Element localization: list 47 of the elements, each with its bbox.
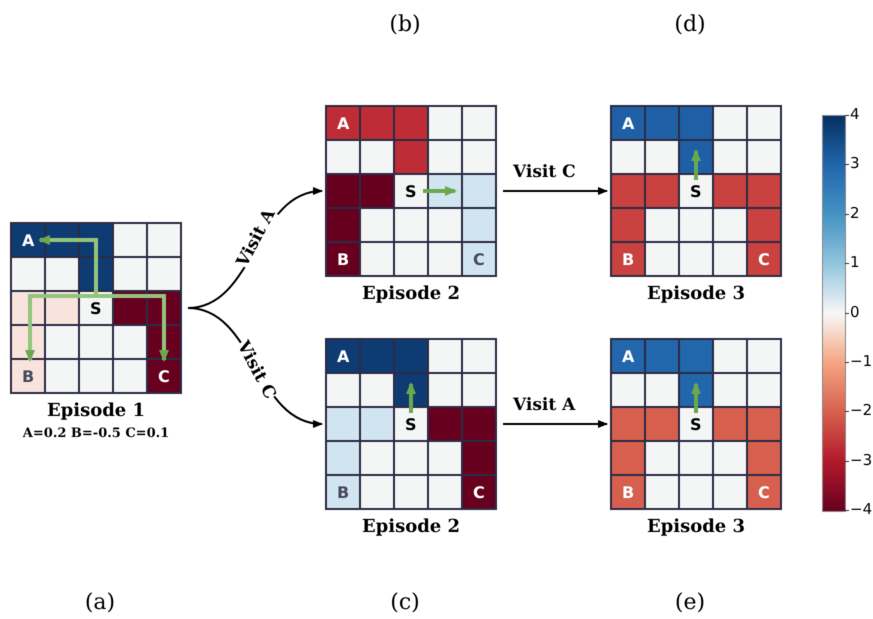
cell-letter: C bbox=[473, 485, 485, 501]
panel-label: (e) bbox=[674, 590, 706, 615]
episode-caption: Episode 3 bbox=[646, 283, 746, 304]
grid-panel bbox=[325, 105, 497, 277]
cell-letter: C bbox=[758, 252, 770, 268]
tick-label: −4 bbox=[850, 502, 872, 517]
cell-letter: B bbox=[22, 369, 34, 385]
tick-label: 2 bbox=[850, 206, 860, 221]
grid-panel bbox=[610, 338, 782, 510]
tick-label: −1 bbox=[850, 354, 872, 369]
episode-caption: Episode 2 bbox=[362, 283, 460, 304]
arrow bbox=[503, 420, 608, 428]
cell-letter: S bbox=[405, 184, 417, 200]
panel-label: (d) bbox=[674, 12, 706, 37]
cell-letter: C bbox=[473, 252, 485, 268]
tick-label: 0 bbox=[850, 304, 860, 320]
arrow bbox=[503, 187, 608, 195]
cell-letter: A bbox=[22, 233, 34, 249]
cell-letter: A bbox=[337, 116, 350, 132]
cell-letter: B bbox=[337, 252, 350, 268]
cell-letter: S bbox=[405, 417, 417, 433]
tick-label: 3 bbox=[850, 156, 860, 172]
value-note: A=0.2 B=-0.5 C=0.1 bbox=[22, 426, 170, 441]
cell-letter: B bbox=[622, 252, 634, 268]
panel-label: (a) bbox=[84, 590, 116, 615]
cell-letter: A bbox=[622, 349, 634, 365]
tick-label: 4 bbox=[850, 107, 860, 122]
cell-letter: S bbox=[690, 184, 702, 200]
cell-letter: B bbox=[622, 485, 634, 501]
tick-label: −3 bbox=[850, 452, 872, 468]
cell-letter: C bbox=[158, 369, 170, 385]
cell-letter: B bbox=[337, 485, 350, 501]
cell-letter: A bbox=[622, 116, 634, 132]
cell-letter: C bbox=[758, 485, 770, 501]
episode-caption: Episode 1 bbox=[46, 400, 146, 421]
panel-label: (c) bbox=[390, 590, 420, 615]
grid-panel bbox=[10, 222, 182, 394]
grid-panel bbox=[325, 338, 497, 510]
grid-panel bbox=[610, 105, 782, 277]
tick-label: −2 bbox=[850, 403, 872, 418]
tick-label: 1 bbox=[850, 255, 860, 270]
cell-letter: A bbox=[337, 349, 350, 365]
episode-caption: Episode 2 bbox=[362, 516, 460, 537]
panel-label: (b) bbox=[389, 12, 421, 37]
cell-letter: S bbox=[90, 301, 102, 317]
cell-letter: S bbox=[690, 417, 702, 433]
episode-caption: Episode 3 bbox=[646, 516, 746, 537]
